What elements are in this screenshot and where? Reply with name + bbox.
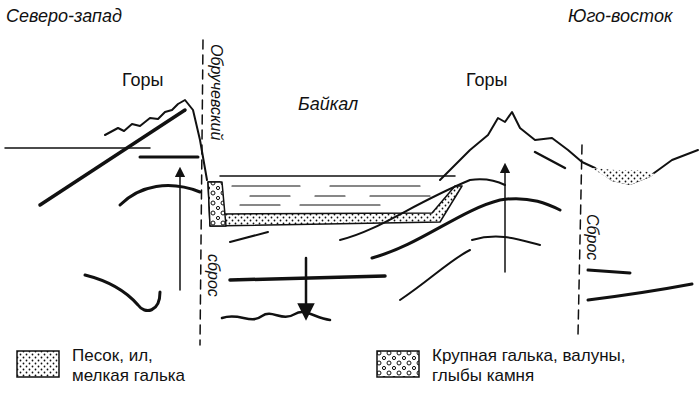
region-label: Горы (466, 70, 508, 91)
stratum (340, 179, 505, 240)
stratum (140, 156, 198, 159)
sand-layer (208, 182, 462, 226)
stratum (372, 199, 560, 258)
pebble-layer (208, 182, 226, 226)
stratum (588, 270, 630, 273)
stratum (222, 312, 330, 320)
water (232, 186, 430, 205)
uplift-arrow (179, 172, 181, 290)
stratum (472, 237, 540, 245)
fault-label: Сброс (583, 212, 601, 262)
stratum (230, 232, 268, 242)
stratum (535, 152, 565, 168)
subsidence-arrow (305, 258, 308, 312)
region-label: Байкал (298, 94, 358, 115)
stratum (230, 276, 385, 280)
fault-line (200, 40, 203, 345)
fault-label: сброс (204, 252, 222, 299)
sand-layer (592, 168, 655, 185)
fault-line (578, 145, 582, 335)
uplift-arrow (504, 168, 506, 272)
fault-label: Обручевский (207, 42, 225, 142)
region-label: Северо-запад (6, 6, 122, 27)
stratum (85, 275, 160, 311)
legend-item: Песок, ил, мелкая галька (16, 346, 212, 387)
legend-text: Крупная галька, валуны, глыбы камня (432, 346, 632, 387)
stratum (400, 250, 470, 300)
legend-text: Песок, ил, мелкая галька (72, 346, 212, 387)
stratum (120, 186, 200, 205)
mountain-profile (105, 100, 207, 180)
water-surface (220, 175, 455, 177)
legend-item: Крупная галька, валуны, глыбы камня (376, 346, 632, 387)
legend-swatch (16, 350, 60, 378)
mountain-profile (440, 112, 698, 184)
stratum (588, 284, 692, 300)
region-label: Горы (122, 70, 164, 91)
legend-swatch (376, 350, 420, 378)
region-label: Юго-восток (568, 6, 672, 27)
